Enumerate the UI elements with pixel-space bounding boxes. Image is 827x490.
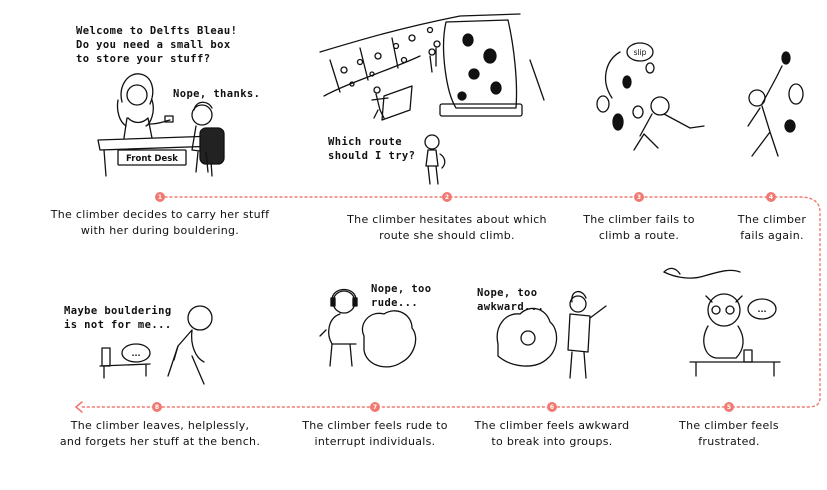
- step-marker-8: 8: [152, 402, 162, 412]
- scene-climber-slip: [596, 42, 705, 151]
- nope-thanks-speech: Nope, thanks.: [173, 88, 261, 100]
- scene-frustrated-on-bench: [663, 267, 781, 377]
- step-marker-5: 5: [724, 402, 734, 412]
- timeline-arrowhead: [74, 401, 83, 413]
- scene-rude-interrupt: [319, 288, 417, 368]
- ellipsis-bubble-leaving: ...: [131, 349, 140, 358]
- scene-climber-falls: [747, 51, 804, 157]
- step-8-caption: The climber leaves, helplessly, and forg…: [59, 419, 261, 448]
- step-5-caption: The climber feels frustrated.: [679, 419, 779, 448]
- svg-text:3: 3: [637, 194, 641, 201]
- step-marker-1: 1: [155, 192, 165, 202]
- front-desk-sign: Front Desk: [126, 154, 178, 164]
- step-marker-6: 6: [547, 402, 557, 412]
- scene-awkward-group: [496, 291, 607, 379]
- maybe-not-for-me-speech: Maybe bouldering is not for me...: [64, 305, 172, 331]
- svg-text:4: 4: [769, 194, 773, 201]
- step-3-caption: The climber fails to climb a route.: [583, 213, 695, 242]
- step-marker-7: 7: [370, 402, 380, 412]
- svg-text:6: 6: [550, 404, 554, 411]
- step-marker-3: 3: [634, 192, 644, 202]
- which-route-speech: Which route should I try?: [328, 136, 416, 162]
- svg-text:8: 8: [155, 404, 159, 411]
- svg-text:7: 7: [373, 404, 377, 411]
- svg-text:5: 5: [727, 404, 731, 411]
- step-4-caption: The climber fails again.: [737, 213, 807, 242]
- scene-front-desk: [97, 73, 225, 177]
- welcome-speech: Welcome to Delfts Bleau! Do you need a s…: [76, 25, 238, 65]
- step-marker-2: 2: [442, 192, 452, 202]
- nope-rude-speech: Nope, too rude...: [371, 283, 432, 309]
- slip-bubble: slip: [634, 48, 647, 57]
- ellipsis-bubble-frustrated: ...: [757, 305, 766, 314]
- step-2-caption: The climber hesitates about which route …: [347, 213, 547, 242]
- step-7-caption: The climber feels rude to interrupt indi…: [302, 419, 448, 448]
- step-6-caption: The climber feels awkward to break into …: [474, 419, 630, 448]
- scene-climbing-gym: [319, 13, 545, 185]
- journey-timeline: [81, 196, 821, 408]
- step-marker-4: 4: [766, 192, 776, 202]
- svg-text:2: 2: [445, 194, 449, 201]
- step-1-caption: The climber decides to carry her stuff w…: [50, 208, 270, 237]
- nope-awkward-speech: Nope, too awkward...: [477, 287, 545, 313]
- svg-text:1: 1: [158, 194, 162, 201]
- scene-leaving-gym: [99, 305, 213, 385]
